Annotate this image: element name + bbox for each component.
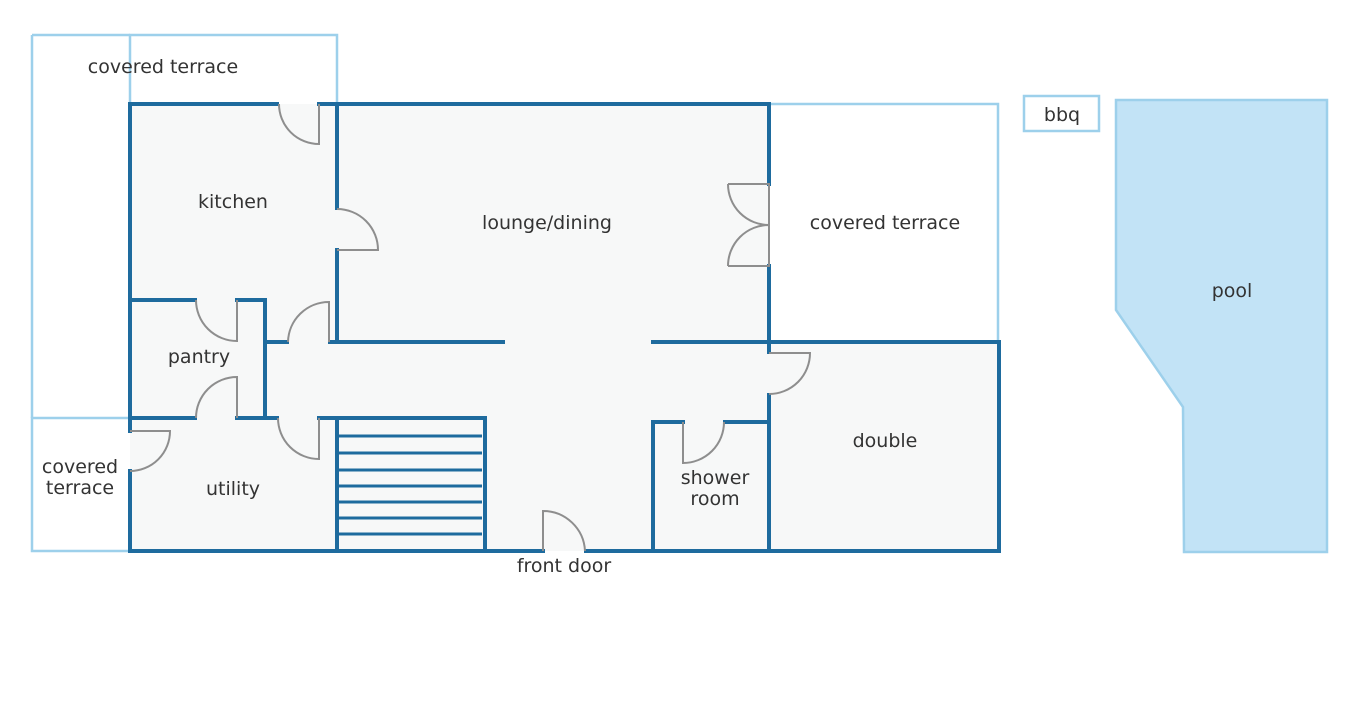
label-shower-room-line1: shower: [681, 467, 750, 489]
label-utility: utility: [206, 478, 260, 500]
label-covered-terrace-top: covered terrace: [88, 56, 238, 78]
pool-shape: [1114, 98, 1329, 554]
door-swing-kitchen-terrace: [278, 103, 320, 146]
door-swing-shower: [682, 421, 725, 465]
label-shower-room-line2: room: [690, 488, 739, 510]
covered-terrace-top-outline: [128, 33, 339, 104]
label-covered-terrace-left-line1: covered: [42, 456, 118, 478]
walls: [128, 102, 1001, 553]
room-labels: covered terrace kitchen lounge/dining co…: [42, 56, 1252, 577]
door-swings: [129, 103, 812, 552]
bbq-box: [1022, 94, 1101, 133]
covered-terrace-left-outline: [30, 416, 130, 553]
label-bbq: bbq: [1044, 104, 1080, 126]
floor-fills: [130, 104, 999, 551]
door-swing-front-door: [542, 509, 586, 552]
label-pantry: pantry: [168, 346, 230, 368]
label-kitchen: kitchen: [198, 191, 268, 213]
door-swing-pantry-top: [195, 299, 238, 343]
door-swing-hall: [287, 300, 330, 343]
covered-terrace-right-outline: [769, 102, 1000, 342]
door-swing-utility-terrace: [129, 430, 172, 472]
label-double: double: [853, 430, 918, 452]
door-swing-double: [768, 352, 812, 395]
terrace-outlines: [30, 33, 1101, 553]
label-front-door: front door: [517, 555, 612, 577]
door-swing-terrace-lower: [727, 223, 770, 267]
label-lounge-dining: lounge/dining: [482, 212, 612, 234]
label-covered-terrace-right: covered terrace: [810, 212, 960, 234]
door-swing-kitchen-lounge: [336, 208, 380, 251]
label-pool: pool: [1212, 280, 1253, 302]
staircase: [339, 434, 482, 536]
door-swing-utility: [277, 417, 320, 461]
label-covered-terrace-left-line2: terrace: [46, 477, 114, 499]
door-swing-pantry-bottom: [195, 375, 238, 419]
